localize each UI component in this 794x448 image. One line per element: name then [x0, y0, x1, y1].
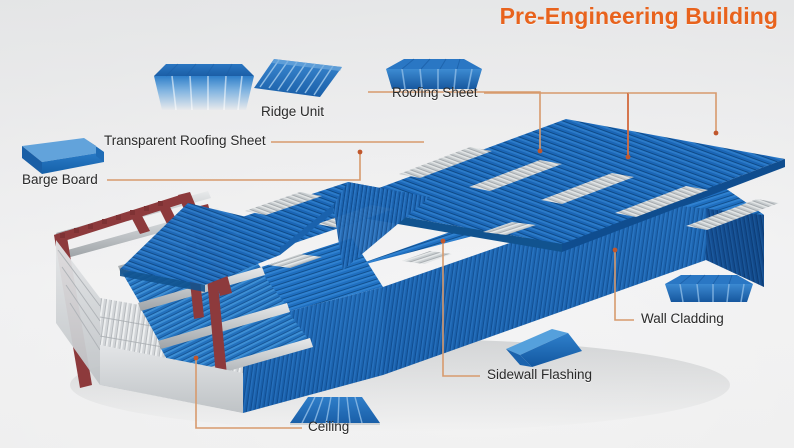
callout-label-sidewall-flashing: Sidewall Flashing [487, 367, 593, 382]
roof-step-riser [280, 205, 333, 255]
callout-label-ceiling: Ceiling [308, 419, 350, 434]
sidewall-flashing-icon [506, 329, 582, 367]
leader-wall-cladding [614, 250, 634, 321]
ridge-unit-icon [254, 59, 342, 97]
leader-roofing-sheet [484, 92, 629, 156]
callout-label-ridge-unit: Ridge Unit [261, 104, 325, 119]
leader-endpoint-dots [193, 148, 631, 361]
leader-sidewall-flashing [442, 241, 480, 377]
page-title: Pre-Engineering Building [499, 3, 778, 29]
leader-roofing-sheet-branch-right [628, 92, 717, 132]
ceiling-icon [290, 396, 380, 425]
callout-label-wall-cladding: Wall Cladding [641, 311, 724, 326]
leader-barge-board [107, 152, 361, 181]
rafter-clips [60, 201, 163, 238]
roofing-sheet-icon [386, 58, 482, 90]
callout-label-roofing-sheet: Roofing Sheet [392, 85, 478, 100]
left-bay-roof-cover [120, 203, 280, 285]
barge-board-icon [22, 138, 104, 174]
transparent-roofing-sheet-icon [154, 63, 254, 111]
skylight-strips-tall-slope [402, 222, 536, 264]
left-bay-inner-wall [100, 345, 243, 413]
callout-label-transparent-roofing-sheet: Transparent Roofing Sheet [104, 133, 266, 148]
tall-block-roof-eave [562, 159, 785, 252]
skylight-strips-tall-roof [399, 147, 779, 230]
left-bay-roof-cover-edge [120, 269, 205, 292]
wall-cladding-icon [665, 274, 753, 303]
leader-endpoint-dot-extra [713, 130, 719, 136]
roof-step-side [333, 182, 430, 270]
leader-ceiling [195, 358, 302, 429]
tall-block-roof-plane [333, 119, 785, 244]
building-illustration [54, 119, 785, 431]
left-gable-wall [56, 240, 100, 385]
skylight-strips-mid-slope [268, 254, 322, 268]
callout-label-barge-board: Barge Board [22, 172, 98, 187]
leader-ridge-unit [368, 91, 541, 150]
left-gable-wall-lines [57, 249, 101, 351]
